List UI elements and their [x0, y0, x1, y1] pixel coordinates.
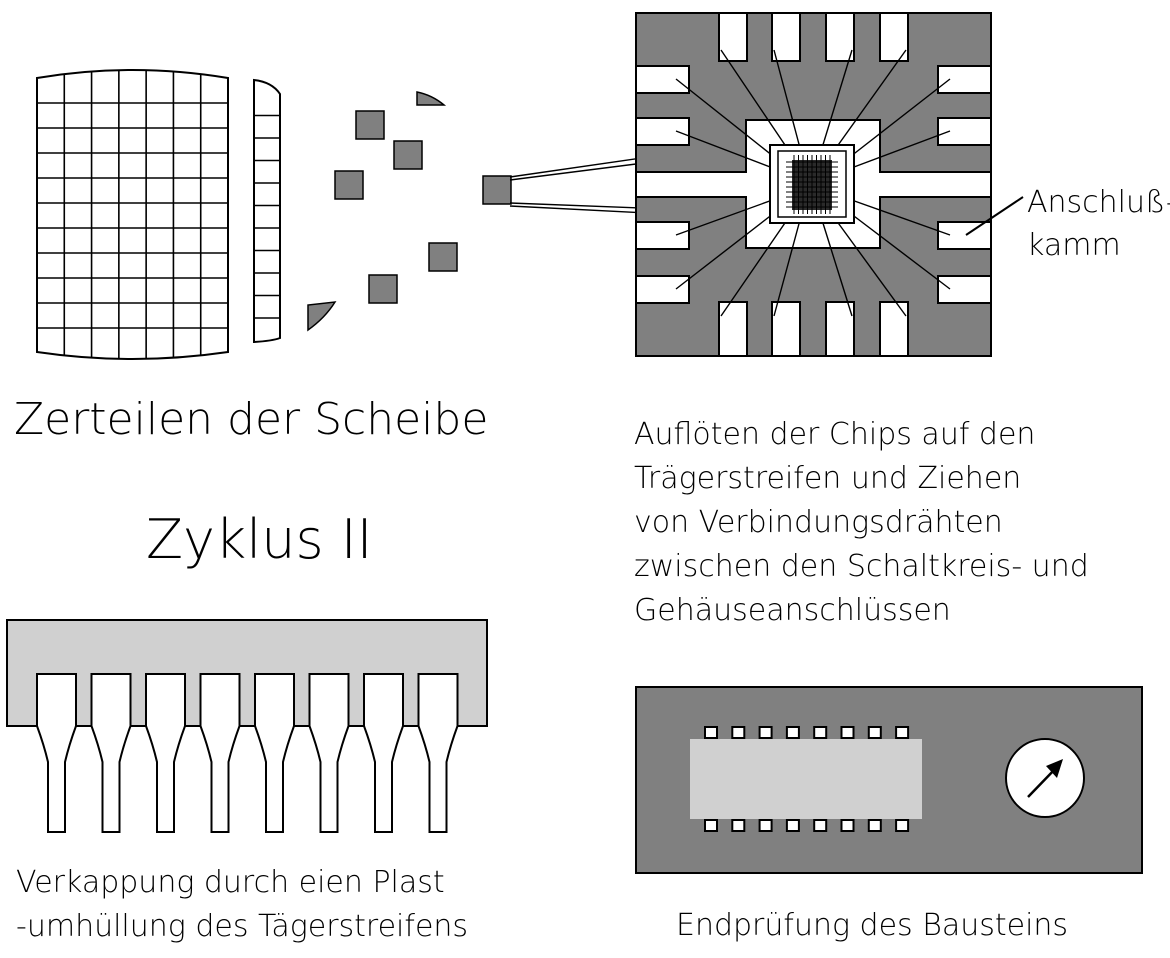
- socket-pin: [895, 819, 910, 832]
- diced-wafer: [36, 69, 229, 360]
- lead-finger: [771, 12, 801, 62]
- ic-under-test: [690, 739, 922, 819]
- separated-die: [355, 110, 385, 140]
- bond-wire: [845, 78, 951, 161]
- socket-pin: [813, 726, 828, 739]
- separated-die: [368, 274, 398, 304]
- bonding-caption-line: Gehäuseanschlüssen: [634, 593, 951, 628]
- socket-pin: [785, 726, 800, 739]
- bond-wire: [773, 219, 801, 317]
- package-pin: [363, 673, 404, 833]
- separated-die: [334, 170, 364, 200]
- bonding-caption-line: zwischen den Schaltkreis- und: [634, 549, 1089, 584]
- package-pin: [199, 673, 241, 833]
- bond-wire: [845, 209, 951, 290]
- encapsulated-package: [6, 619, 488, 833]
- socket-pin: [840, 726, 855, 739]
- lead-finger: [771, 301, 801, 357]
- bonding-caption-line: Auflöten der Chips auf den: [634, 417, 1035, 452]
- separated-die: [393, 140, 423, 170]
- encapsulation-caption-line: -umhüllung des Tägerstreifens: [16, 909, 468, 944]
- socket-pin: [867, 726, 882, 739]
- separated-die: [428, 242, 458, 272]
- comb-pointer-line: [965, 196, 1024, 236]
- lead-finger: [825, 12, 855, 62]
- lead-finger: [937, 275, 992, 304]
- bonding-caption: Auflöten der Chips auf den Trägerstreife…: [634, 417, 1089, 628]
- comb-label-line: Anschluß-: [1027, 185, 1170, 220]
- socket-pin: [704, 819, 718, 832]
- lead-finger: [635, 65, 690, 94]
- socket-pin: [785, 819, 800, 832]
- wafer-strip: [253, 78, 281, 344]
- socket-pin: [758, 726, 773, 739]
- lead-finger: [635, 221, 690, 250]
- lead-finger: [879, 301, 909, 357]
- lead-finger: [937, 65, 992, 94]
- lead-finger: [937, 221, 992, 250]
- bond-wire: [675, 197, 779, 236]
- dicing-caption: Zerteilen der Scheibe: [14, 394, 488, 445]
- bond-wire: [675, 78, 779, 161]
- package-pin: [417, 673, 459, 833]
- final-test-caption: Endprüfung des Bausteins: [676, 908, 1068, 943]
- bond-wire: [821, 49, 853, 149]
- final-test-station: [635, 686, 1143, 874]
- lead-finger: [635, 117, 690, 146]
- bond-wire: [845, 130, 951, 171]
- lead-finger: [825, 301, 855, 357]
- socket-pin: [895, 726, 910, 739]
- lead-finger: [635, 275, 690, 304]
- bond-wire: [835, 49, 907, 149]
- wafer-dicing-illustration: [36, 69, 512, 360]
- socket-pin: [704, 726, 718, 739]
- bond-wire: [845, 197, 951, 236]
- gauge-icon: [1005, 738, 1085, 818]
- bonding-caption-line: von Verbindungsdrähten: [634, 505, 1003, 540]
- bond-wire: [835, 219, 907, 317]
- wafer-edge-fragment: [307, 301, 337, 332]
- bond-wire: [675, 209, 779, 290]
- package-pin: [145, 673, 186, 833]
- wafer-edge-fragment: [416, 91, 447, 106]
- socket-pin: [813, 819, 828, 832]
- bond-wire: [720, 219, 788, 317]
- socket-pin: [840, 819, 855, 832]
- package-pin: [36, 673, 77, 833]
- comb-label-line: kamm: [1027, 228, 1121, 263]
- bond-wire: [821, 219, 853, 317]
- lead-finger: [937, 117, 992, 146]
- socket-pin: [867, 819, 882, 832]
- plastic-body: [6, 619, 488, 727]
- bond-wire: [773, 49, 801, 149]
- comb-label: Anschluß- kamm: [1027, 185, 1170, 263]
- package-pin: [308, 673, 350, 833]
- socket-pin: [731, 726, 746, 739]
- socket-pin: [731, 819, 746, 832]
- package-pin: [254, 673, 295, 833]
- bond-wire: [675, 130, 779, 171]
- bonded-chip: [769, 144, 855, 224]
- socket-pin: [758, 819, 773, 832]
- encapsulation-caption-line: Verkappung durch eien Plast: [16, 865, 445, 900]
- bonding-caption-line: Trägerstreifen und Ziehen: [634, 461, 1021, 496]
- package-pin: [90, 673, 132, 833]
- bond-wire: [720, 49, 788, 149]
- encapsulation-caption: Verkappung durch eien Plast -umhüllung d…: [16, 865, 468, 944]
- lead-frame-bonding: [635, 12, 1024, 357]
- separated-die: [482, 175, 512, 205]
- lead-finger: [718, 301, 748, 357]
- cycle-title: Zyklus II: [146, 508, 373, 571]
